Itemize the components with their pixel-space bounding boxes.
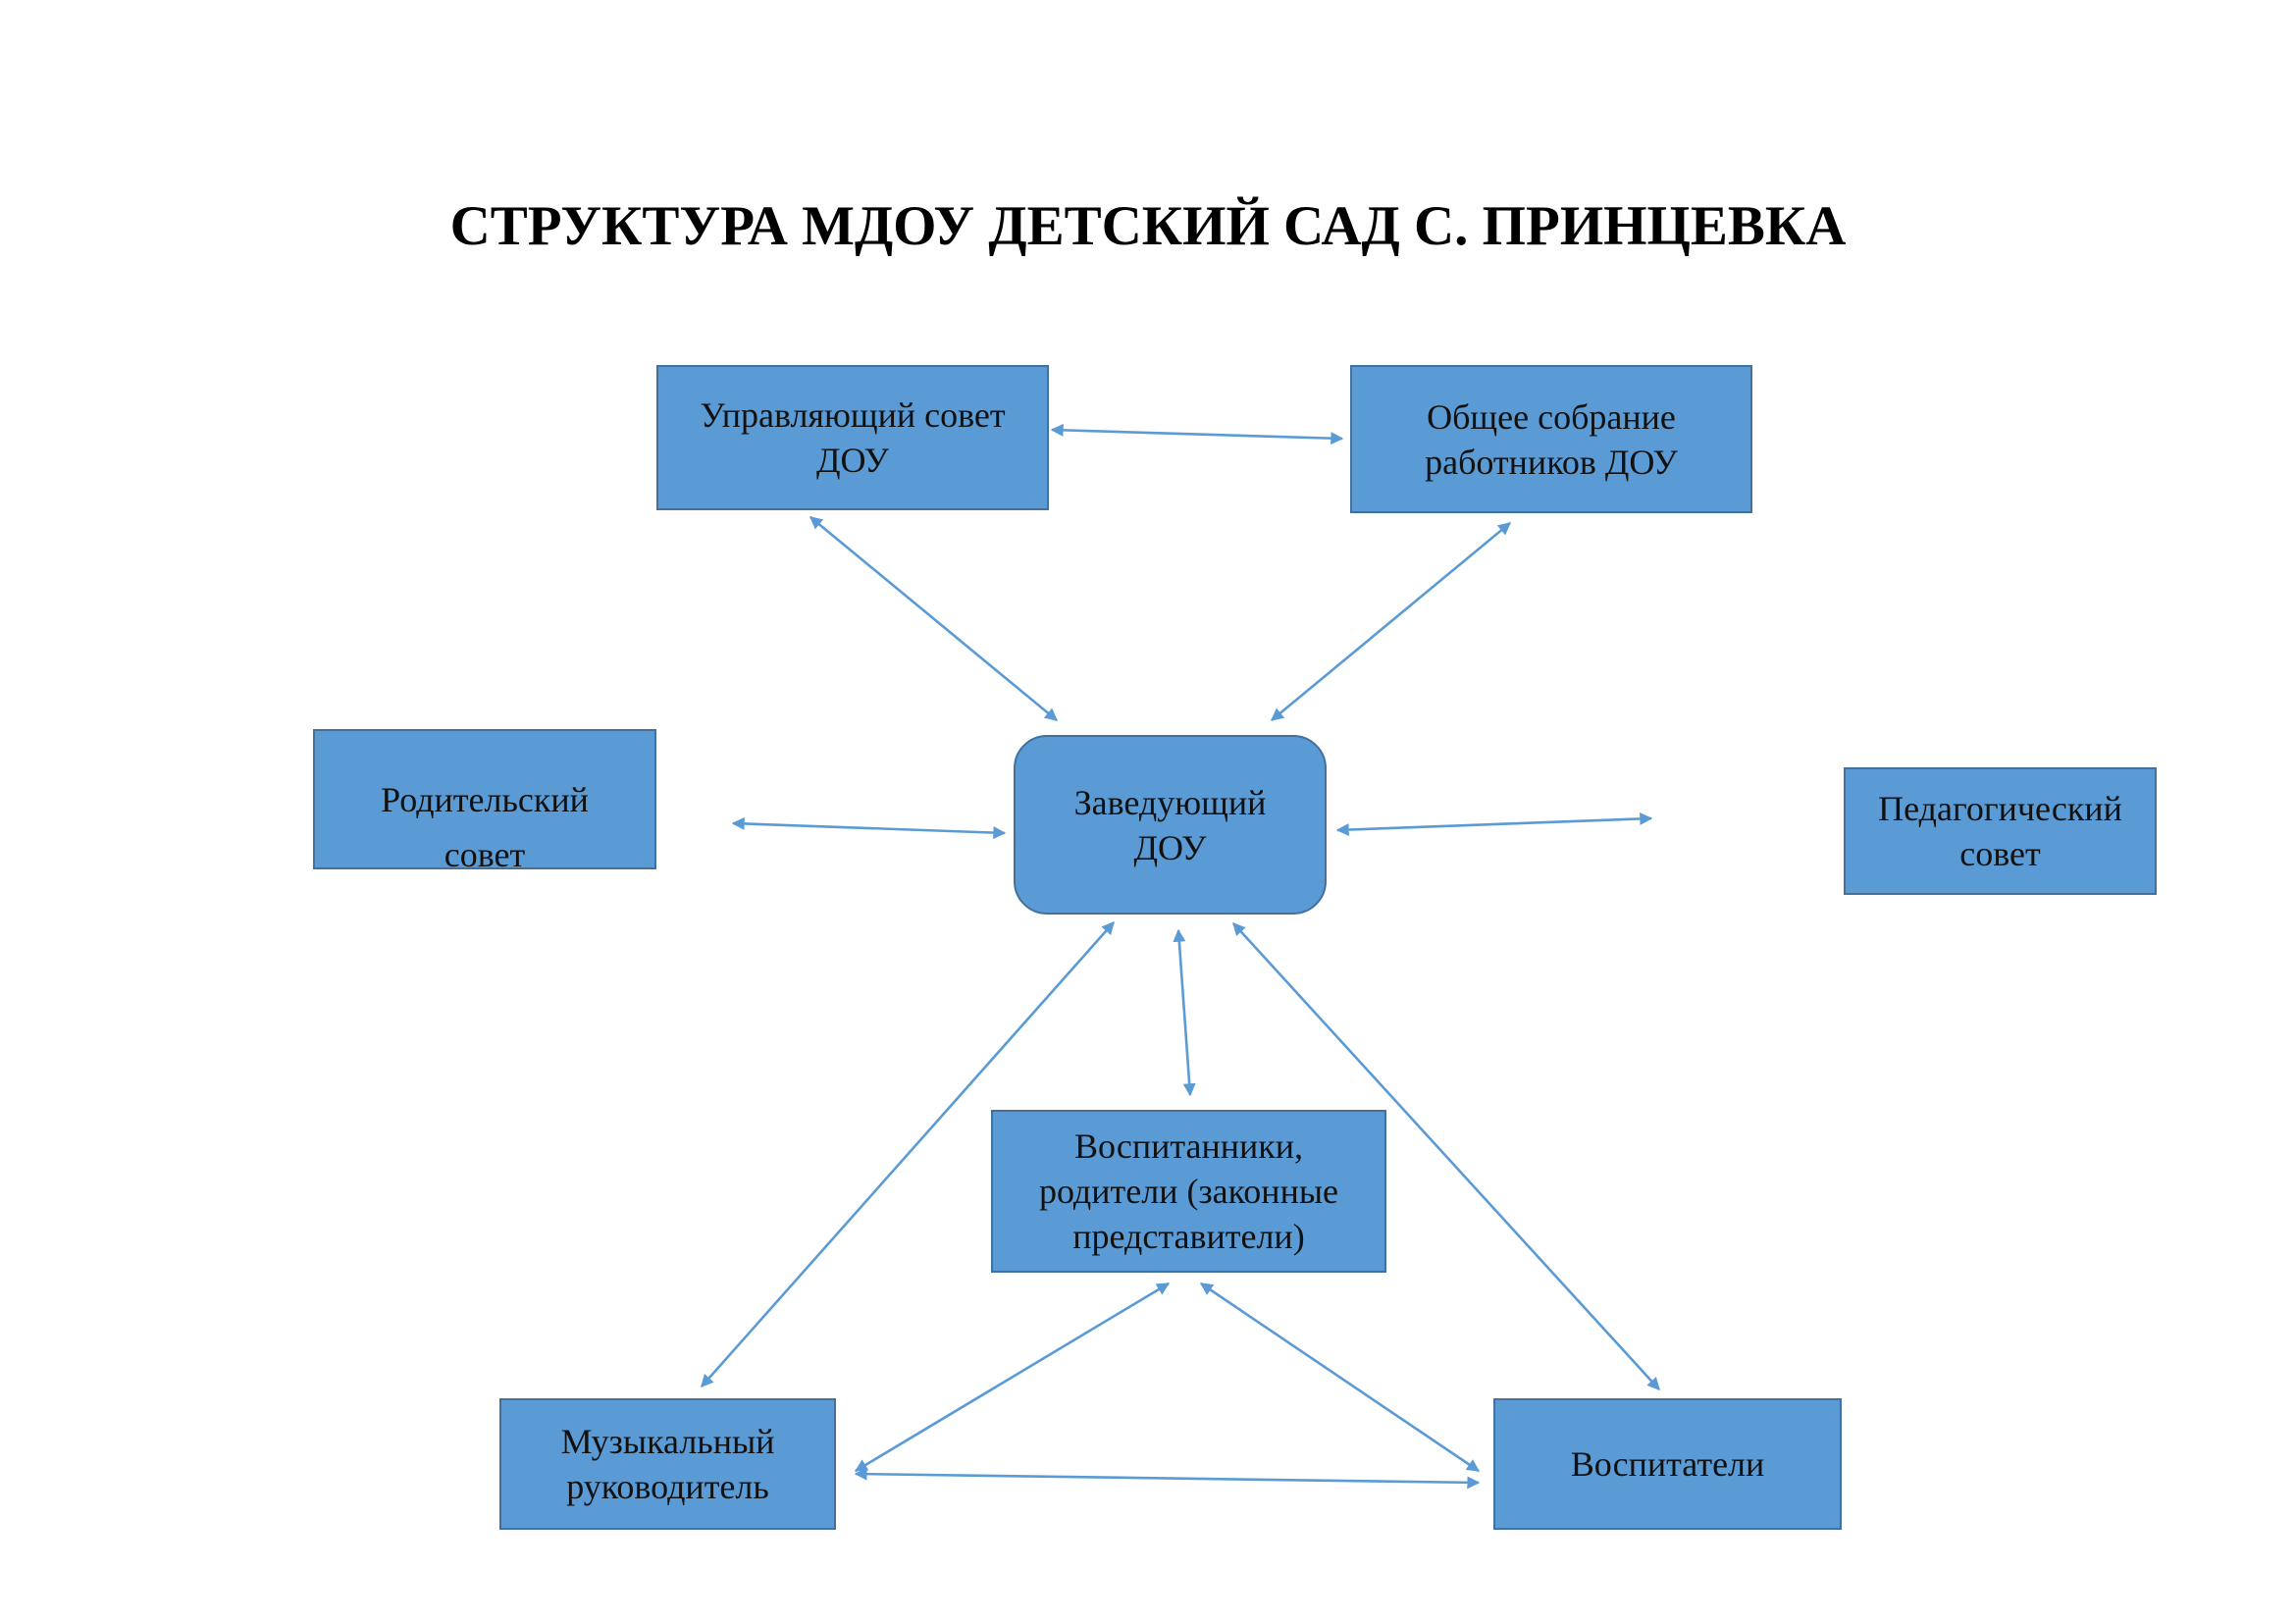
node-pedsovet-label: Педагогический совет xyxy=(1878,789,2122,873)
connector-zaved-pedsovet xyxy=(1335,812,1653,837)
node-roditel-label: Родительский совет xyxy=(381,780,589,869)
connector-roditel-zaved xyxy=(731,816,1007,840)
node-upravl: Управляющий совет ДОУ xyxy=(656,365,1049,510)
node-zaved: Заведующий ДОУ xyxy=(1014,735,1327,915)
connector-vospitanniki-vospitateli xyxy=(1199,1282,1481,1473)
node-zaved-label: Заведующий ДОУ xyxy=(1073,782,1267,867)
connector-zaved-muz xyxy=(701,921,1115,1387)
connector-vospitanniki-muz xyxy=(854,1282,1171,1473)
node-obshee-label: Общее собрание работников ДОУ xyxy=(1425,396,1678,482)
node-pedsovet: Педагогический совет xyxy=(1844,767,2157,895)
connector-obshee-zaved xyxy=(1270,521,1512,722)
node-vospitateli: Воспитатели xyxy=(1493,1398,1842,1530)
node-muz-label: Музыкальный руководитель xyxy=(560,1422,775,1506)
connector-upravl-obshee xyxy=(1050,423,1344,445)
node-muz: Музыкальный руководитель xyxy=(499,1398,836,1530)
node-vospitateli-label: Воспитатели xyxy=(1570,1444,1765,1484)
diagram-title: СТРУКТУРА МДОУ ДЕТСКИЙ САД С. ПРИНЦЕВКА xyxy=(449,195,1847,257)
node-vospitanniki-label: Воспитанники, родители (законные предста… xyxy=(1038,1126,1339,1256)
node-roditel: Родительский совет xyxy=(313,729,656,869)
connector-muz-vospitateli xyxy=(854,1467,1481,1490)
node-vospitanniki: Воспитанники, родители (законные предста… xyxy=(991,1110,1386,1273)
node-obshee: Общее собрание работников ДОУ xyxy=(1350,365,1752,513)
connector-zaved-vospitateli xyxy=(1232,922,1660,1390)
connector-upravl-zaved xyxy=(809,515,1059,722)
connector-zaved-vospitanniki xyxy=(1173,928,1196,1097)
node-upravl-label: Управляющий совет ДОУ xyxy=(700,395,1006,480)
